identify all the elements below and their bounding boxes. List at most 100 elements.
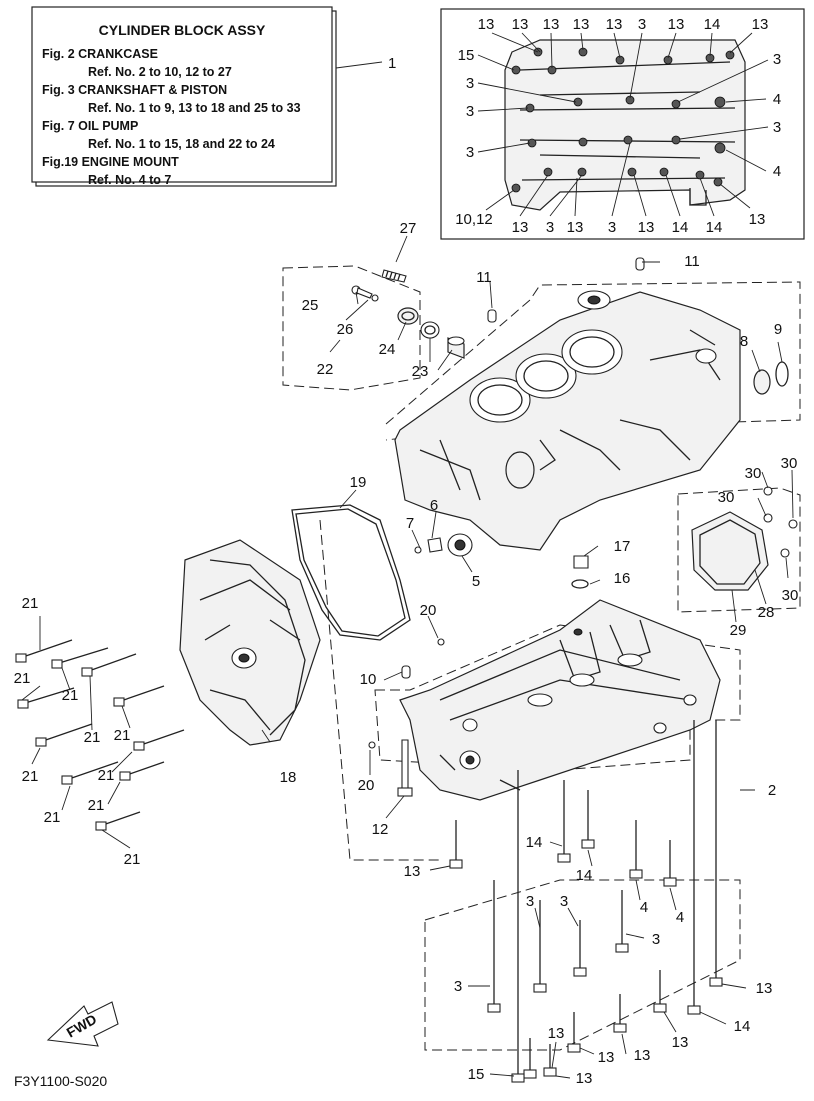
inset-top-label: 13 — [606, 16, 623, 33]
callout-13: 13 — [548, 1025, 565, 1042]
callout-24: 24 — [379, 341, 396, 358]
callout-1: 1 — [388, 55, 396, 72]
title-fig-3: Fig. 3 CRANKSHAFT & PISTON — [42, 83, 227, 97]
callout-15: 15 — [468, 1066, 485, 1083]
cylinder-block — [394, 290, 741, 551]
crankcase-cover — [179, 539, 321, 746]
callout-30: 30 — [782, 587, 799, 604]
inset-bottom-label: 3 — [608, 219, 616, 236]
callout-13: 13 — [576, 1070, 593, 1087]
crankcase-bolts — [449, 720, 723, 1083]
callout-21: 21 — [84, 729, 101, 746]
callout-21: 21 — [124, 851, 141, 868]
callout-12: 12 — [372, 821, 389, 838]
callout-13: 13 — [598, 1049, 615, 1066]
callout-4: 4 — [640, 899, 648, 916]
callout-25: 25 — [302, 297, 319, 314]
callout-13: 13 — [634, 1047, 651, 1064]
callout-13: 13 — [756, 980, 773, 997]
callout-21: 21 — [22, 595, 39, 612]
callout-4: 4 — [676, 909, 684, 926]
callout-20: 20 — [420, 602, 437, 619]
inset-right-label: 4 — [773, 163, 781, 180]
inset-bottom-label: 13 — [512, 219, 529, 236]
callout-9: 9 — [774, 321, 782, 338]
callout-3: 3 — [560, 893, 568, 910]
callout-30: 30 — [718, 489, 735, 506]
callout-28: 28 — [758, 604, 775, 621]
inset-top-label: 13 — [512, 16, 529, 33]
inset-bottom-label: 14 — [706, 219, 723, 236]
gasket — [291, 504, 411, 641]
title-fig-19: Fig.19 ENGINE MOUNT — [42, 155, 179, 169]
inset-top-label: 3 — [638, 16, 646, 33]
inset-right-label: 3 — [773, 51, 781, 68]
callout-13: 13 — [404, 863, 421, 880]
callout-21: 21 — [14, 670, 31, 687]
inset-left-label: 3 — [466, 103, 474, 120]
inset-top-label: 13 — [543, 16, 560, 33]
callout-3: 3 — [526, 893, 534, 910]
callout-10: 10 — [360, 671, 377, 688]
callout-14: 14 — [734, 1018, 751, 1035]
cover-bolts — [15, 639, 185, 831]
callout-5: 5 — [472, 573, 480, 590]
inset-right-label: 3 — [773, 119, 781, 136]
title-box: CYLINDER BLOCK ASSY Fig. 2 CRANKCASE Ref… — [31, 6, 396, 187]
title-ref-2: Ref. No. 2 to 10, 12 to 27 — [88, 65, 232, 79]
title-box-title: CYLINDER BLOCK ASSY — [99, 22, 266, 38]
callout-11: 11 — [684, 253, 700, 270]
callout-23: 23 — [412, 363, 429, 380]
title-ref-3: Ref. No. 1 to 9, 13 to 18 and 25 to 33 — [88, 101, 301, 115]
side-cover — [691, 486, 798, 591]
callout-17: 17 — [614, 538, 631, 555]
seals-and-dowels — [368, 257, 789, 797]
callout-21: 21 — [44, 809, 61, 826]
inset-bottom-label: 13 — [567, 219, 584, 236]
callout-21: 21 — [98, 767, 115, 784]
callout-26: 26 — [337, 321, 354, 338]
callout-18: 18 — [280, 769, 297, 786]
callout-14: 14 — [576, 867, 593, 884]
callout-13: 13 — [672, 1034, 689, 1051]
callout-21: 21 — [62, 687, 79, 704]
inset-bottom-label: 13 — [749, 211, 766, 228]
valve-parts-group — [351, 269, 465, 359]
callout-21: 21 — [22, 768, 39, 785]
inset-bottom-label: 10,12 — [455, 211, 493, 228]
inset-top-label: 13 — [573, 16, 590, 33]
title-fig-7: Fig. 7 OIL PUMP — [42, 119, 138, 133]
inset-top-label: 13 — [668, 16, 685, 33]
lower-crankcase — [399, 599, 721, 801]
inset-top-label: 14 — [704, 16, 721, 33]
inset-bottom-label: 13 — [638, 219, 655, 236]
title-fig-2: Fig. 2 CRANKCASE — [42, 47, 158, 61]
callout-22: 22 — [317, 361, 334, 378]
inset-left-label: 15 — [458, 47, 475, 64]
callout-30: 30 — [781, 455, 798, 472]
callout-numbers: 27 25 26 24 23 22 11 11 8 9 30 30 30 30 … — [14, 220, 799, 1087]
callout-14: 14 — [526, 834, 543, 851]
inset-bottom-label: 3 — [546, 219, 554, 236]
callout-11: 11 — [476, 269, 492, 286]
fwd-arrow-icon: FWD — [46, 1001, 119, 1047]
inset-left-label: 3 — [466, 144, 474, 161]
callout-3: 3 — [454, 978, 462, 995]
bolt-layout-inset: 13 13 13 13 13 3 13 14 13 15 3 3 3 3 4 3… — [440, 8, 805, 240]
callout-20: 20 — [358, 777, 375, 794]
callout-6: 6 — [430, 497, 438, 514]
callout-29: 29 — [730, 622, 747, 639]
leader-lines — [21, 235, 794, 1079]
callout-8: 8 — [740, 333, 748, 350]
inset-top-label: 13 — [752, 16, 769, 33]
callout-30: 30 — [745, 465, 762, 482]
inset-right-label: 4 — [773, 91, 781, 108]
callout-2: 2 — [768, 782, 776, 799]
diagram-code: F3Y1100-S020 — [14, 1073, 107, 1089]
callout-16: 16 — [614, 570, 631, 587]
callout-21: 21 — [88, 797, 105, 814]
callout-19: 19 — [350, 474, 367, 491]
inset-left-label: 3 — [466, 75, 474, 92]
title-ref-19: Ref. No. 4 to 7 — [88, 173, 171, 187]
